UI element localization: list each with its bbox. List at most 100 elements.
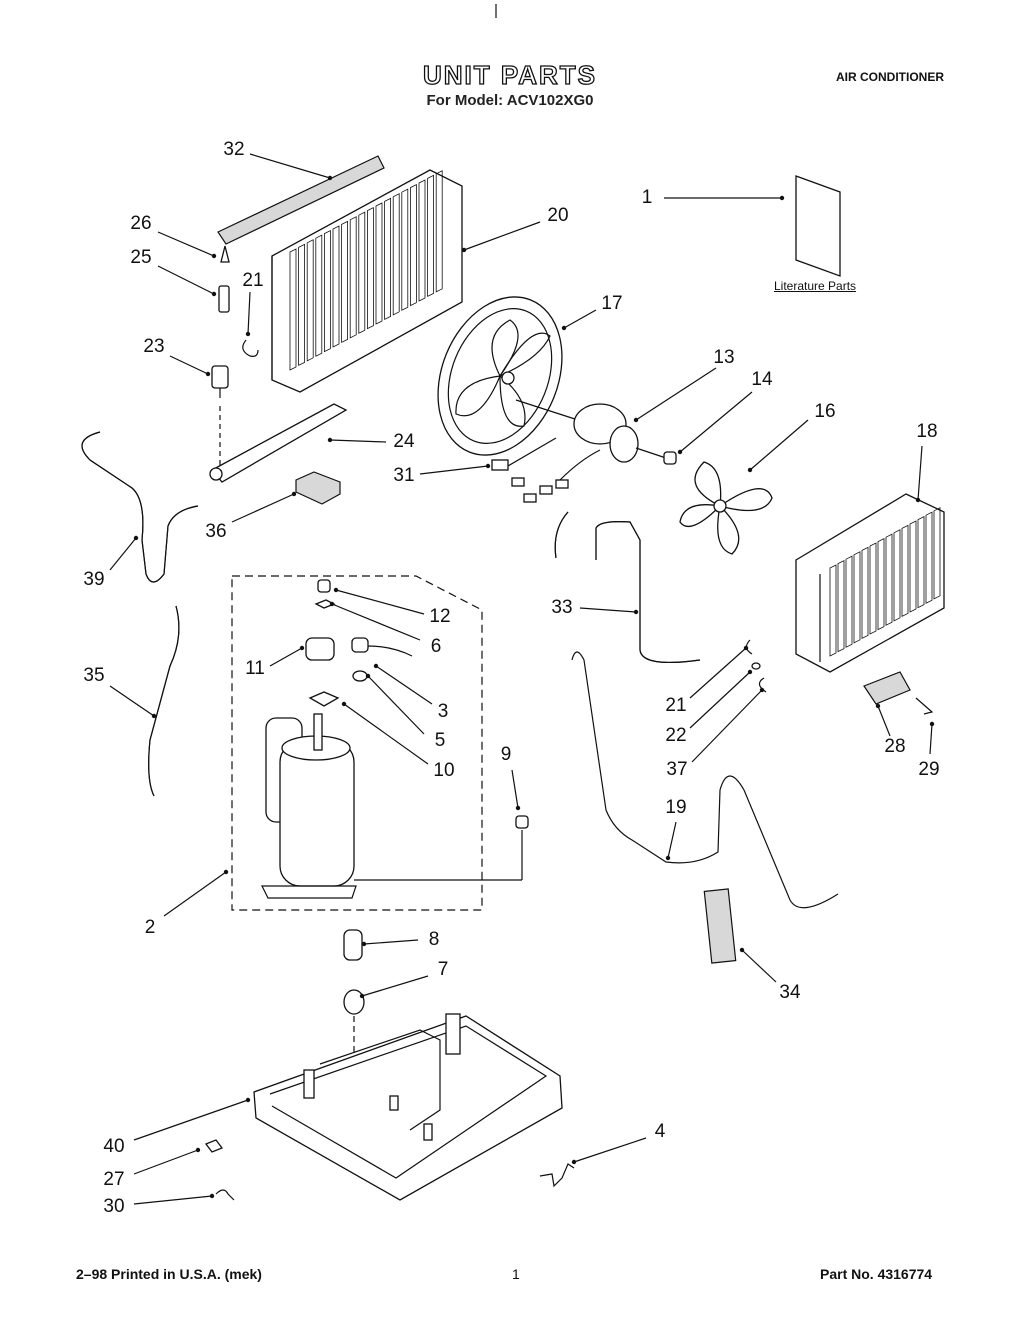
leader-arrow-c5 [365, 673, 371, 679]
leader-line-c9 [511, 769, 519, 809]
leader-arrow-c28 [875, 703, 881, 709]
leader-line-c29 [929, 723, 933, 755]
coil-fin [427, 174, 434, 298]
leader-line-c3 [375, 665, 433, 705]
coil-fin [917, 515, 925, 609]
leader-line-c18 [917, 445, 923, 501]
leader-arrow-c9 [515, 805, 521, 811]
model-subtitle: For Model: ACV102XG0 [426, 92, 594, 109]
leader-line-c33 [579, 607, 637, 613]
callout-c32: 32 [223, 139, 245, 160]
leader-arrow-c32 [327, 175, 333, 181]
leader-line-c28 [877, 705, 891, 737]
callout-c20: 20 [547, 205, 569, 226]
leader-arrow-c35 [151, 713, 157, 719]
callout-c18: 18 [916, 421, 938, 442]
grommet-mount-part [343, 989, 365, 1015]
leader-line-c37 [691, 689, 763, 763]
callout-c21b: 21 [665, 695, 687, 716]
leader-line-c19 [667, 821, 677, 859]
leader-arrow-c39 [133, 535, 139, 541]
leader-line-c40 [133, 1099, 249, 1141]
leader-arrow-c29 [929, 721, 935, 727]
coil-fin [853, 551, 861, 644]
leader-arrow-c11 [299, 645, 305, 651]
screw-part [204, 1139, 224, 1153]
leader-line-c11 [269, 647, 303, 667]
leader-line-c8 [363, 939, 419, 945]
callout-c1: 1 [641, 187, 653, 208]
leader-arrow-c25 [211, 291, 217, 297]
page-title: UNIT PARTS [422, 59, 598, 90]
coil-fin [829, 564, 837, 657]
callout-c22: 22 [665, 725, 687, 746]
leader-arrow-c23 [205, 371, 211, 377]
callout-c35: 35 [83, 665, 105, 686]
coil-fin [332, 225, 340, 348]
callout-c10: 10 [433, 760, 455, 781]
callout-c33: 33 [551, 597, 573, 618]
callout-c6: 6 [430, 636, 442, 657]
leader-line-c34 [741, 949, 777, 983]
leader-arrow-c37 [759, 687, 765, 693]
leader-line-c17 [563, 309, 597, 329]
coil-fin [289, 248, 297, 371]
leader-arrow-c2 [223, 869, 229, 875]
cap-tube-parts [211, 245, 259, 466]
callout-c4: 4 [654, 1121, 666, 1142]
leader-arrow-c33 [633, 609, 639, 615]
leader-line-c5 [367, 675, 425, 735]
retainer-clip-part [215, 1189, 235, 1201]
callout-c27: 27 [103, 1169, 125, 1190]
leader-line-c30 [133, 1195, 213, 1205]
callout-c7: 7 [437, 959, 449, 980]
literature-parts-label: Literature Parts [774, 279, 857, 293]
coil-fin [298, 243, 305, 367]
coil-fin [885, 533, 893, 626]
callout-c12: 12 [429, 606, 451, 627]
leader-arrow-c7 [359, 993, 365, 999]
callout-c29: 29 [918, 759, 940, 780]
leader-line-c16 [749, 419, 809, 471]
coil-fin [392, 193, 400, 316]
callout-c25: 25 [130, 247, 152, 268]
coil-fin [367, 206, 374, 330]
footer-printed: 2–98 Printed in U.S.A. (mek) [76, 1266, 262, 1282]
callout-c34: 34 [779, 982, 801, 1003]
clip-part [758, 677, 767, 693]
callout-c31: 31 [393, 465, 415, 486]
callout-c26: 26 [130, 213, 152, 234]
literature-booklet-part [795, 175, 841, 277]
coil-fin [893, 529, 901, 622]
leader-line-c26 [157, 231, 215, 257]
coil-fin [869, 542, 877, 635]
leader-line-c12 [335, 589, 425, 615]
leader-arrow-c14 [677, 449, 683, 455]
leader-arrow-c34 [739, 947, 745, 953]
leader-arrow-c26 [211, 253, 217, 259]
callout-c2: 2 [144, 917, 156, 938]
coil-fin [375, 202, 383, 325]
callout-c9: 9 [500, 744, 512, 765]
leader-line-c2 [163, 871, 227, 917]
footer-part-number: Part No. 4316774 [820, 1266, 933, 1282]
leader-line-c21a [247, 291, 251, 335]
compressor-group [231, 575, 529, 911]
fan-motor-part [515, 399, 677, 465]
coil-fin [837, 559, 845, 653]
callout-c8: 8 [428, 929, 440, 950]
callout-c40: 40 [103, 1136, 125, 1157]
condenser-coil-part [795, 493, 945, 673]
coil-fin [877, 537, 885, 631]
coil-fin [925, 511, 933, 604]
coil-fin [933, 507, 941, 600]
callout-c11: 11 [245, 658, 265, 679]
overload-wire-part [148, 605, 180, 797]
drain-hose-part [81, 431, 199, 583]
callout-c16: 16 [814, 401, 836, 422]
leader-line-c21b [689, 647, 747, 699]
product-category: AIR CONDITIONER [836, 70, 944, 84]
coil-fin [861, 546, 869, 640]
drain-tube-part [209, 403, 348, 483]
leader-arrow-c27 [195, 1147, 201, 1153]
